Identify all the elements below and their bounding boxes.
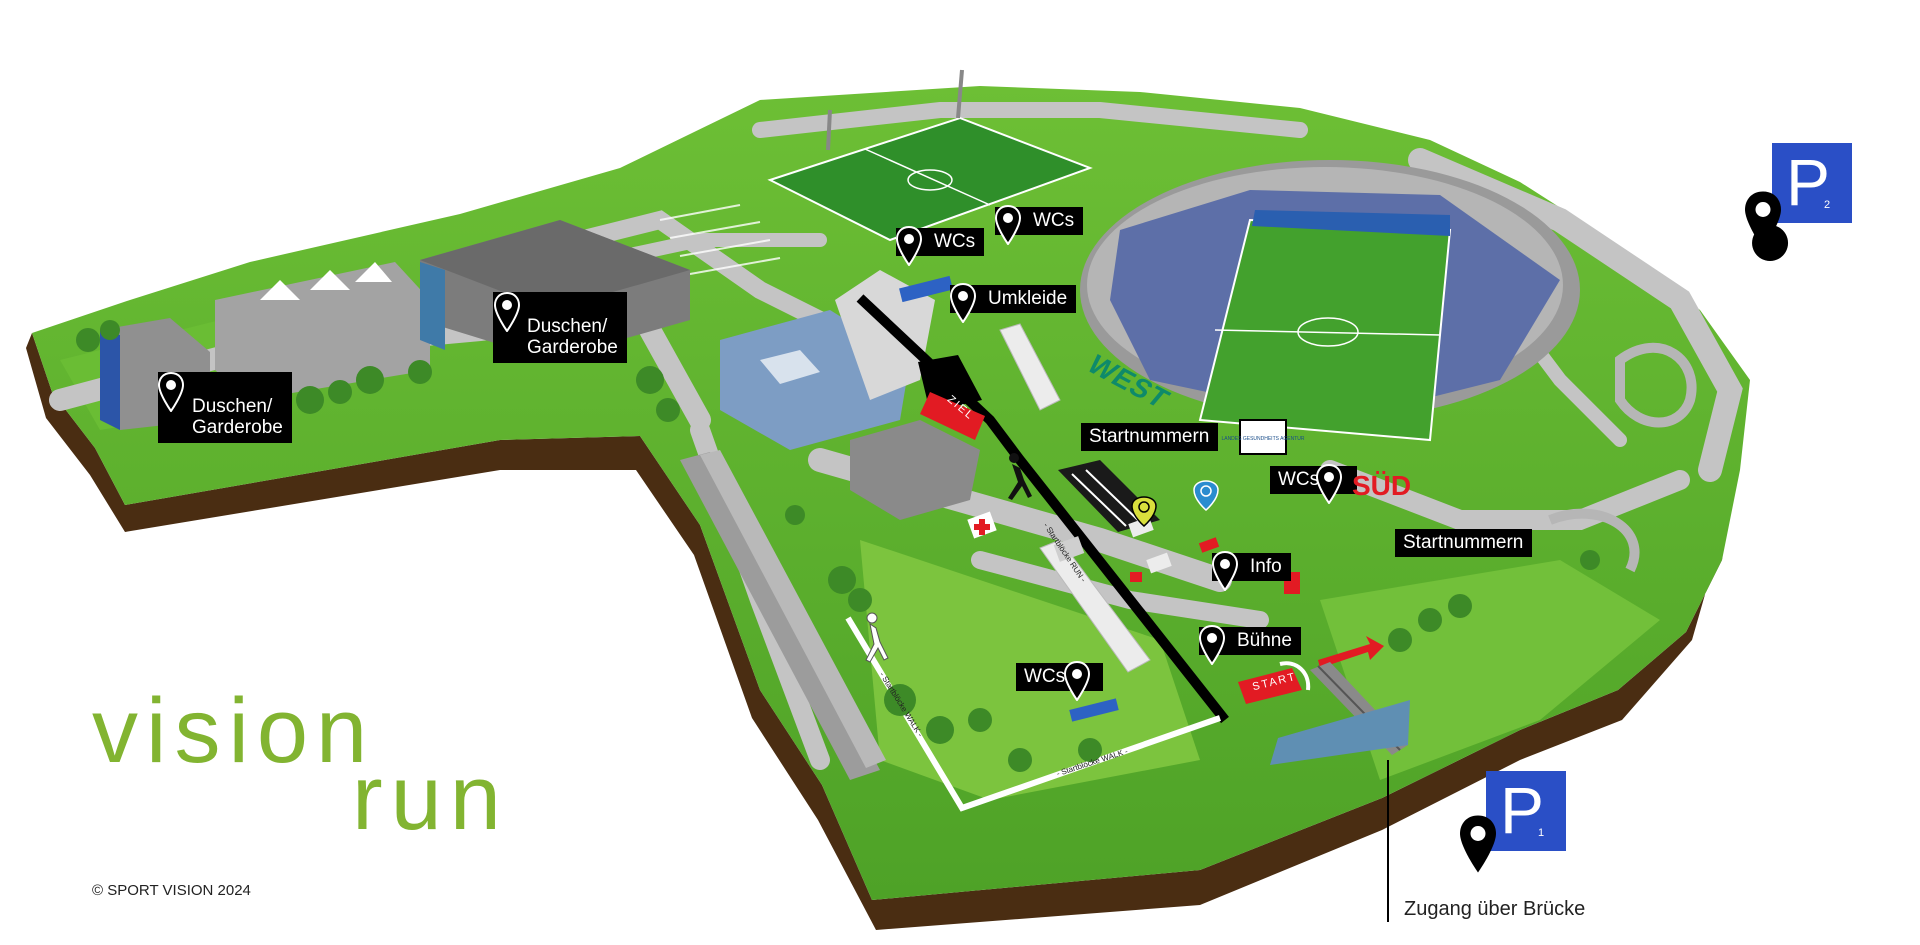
label-wcs-bottom-text: WCs xyxy=(1024,666,1066,687)
map-pin-icon xyxy=(1064,661,1090,701)
sponsor-badge xyxy=(1239,419,1287,455)
building-villa xyxy=(850,420,980,520)
runner-icon xyxy=(1008,453,1032,500)
walk-route xyxy=(845,616,1221,812)
sponsor-badge-text: LANDES GESUNDHEITS AGENTUR xyxy=(1221,436,1304,442)
label-startnummern-sud[interactable]: Startnummern xyxy=(1395,529,1533,557)
walker-icon xyxy=(865,612,889,663)
label-buehne-text: Bühne xyxy=(1237,630,1292,651)
photo-point-icon xyxy=(1131,496,1157,527)
label-umkleide-text: Umkleide xyxy=(988,288,1068,309)
map-pin-icon xyxy=(1212,551,1238,591)
label-startnummern-sud-text: Startnummern xyxy=(1403,532,1524,553)
parking-letter: P xyxy=(1786,145,1831,219)
running-route xyxy=(856,294,1229,724)
bridge-caption: Zugang über Brücke xyxy=(1404,898,1586,920)
label-wcs-sud[interactable]: WCs xyxy=(1270,466,1358,494)
parking-letter: P xyxy=(1500,773,1545,847)
map-pin-icon xyxy=(1316,464,1342,504)
label-startnummern-west-text: Startnummern xyxy=(1089,426,1210,447)
label-startnummern-west[interactable]: Startnummern xyxy=(1081,423,1219,451)
map-pin-icon xyxy=(158,372,184,412)
start-arrow-icon xyxy=(1318,636,1384,668)
logo-run: run xyxy=(352,747,509,849)
label-duschen-center-text: Duschen/ Garderobe xyxy=(527,316,618,358)
sign-sud: SÜD xyxy=(1352,470,1412,501)
label-wcs-sud-text: WCs xyxy=(1278,469,1320,490)
parking-number: 2 xyxy=(1824,199,1831,211)
training-field xyxy=(767,116,1093,242)
label-wcs-bottom[interactable]: WCs xyxy=(1016,663,1104,691)
map-pin-icon xyxy=(950,283,976,323)
copyright: © SPORT VISION 2024 xyxy=(92,882,251,899)
map-pin-icon xyxy=(1460,815,1496,873)
parking-sign-1[interactable]: P 1 xyxy=(1486,771,1566,851)
map-pin-icon xyxy=(494,292,520,332)
label-wcs-field-right-text: WCs xyxy=(1033,210,1075,231)
map-pin-icon xyxy=(896,226,922,266)
label-duschen-left-text: Duschen/ Garderobe xyxy=(192,396,283,438)
label-duschen-center[interactable]: Duschen/ Garderobe xyxy=(493,292,627,363)
map-pin-icon xyxy=(995,205,1021,245)
parking-sign-2[interactable]: P 2 xyxy=(1772,143,1852,223)
parking-number: 1 xyxy=(1538,827,1545,839)
photo-point-icon xyxy=(1193,480,1219,511)
map-pin-icon xyxy=(1199,625,1225,665)
label-info-text: Info xyxy=(1250,556,1282,577)
map-pin-icon xyxy=(1745,191,1781,249)
logo-vision: vision xyxy=(92,680,376,782)
first-aid-icon xyxy=(967,511,997,539)
label-wcs-field-left-text: WCs xyxy=(934,231,976,252)
